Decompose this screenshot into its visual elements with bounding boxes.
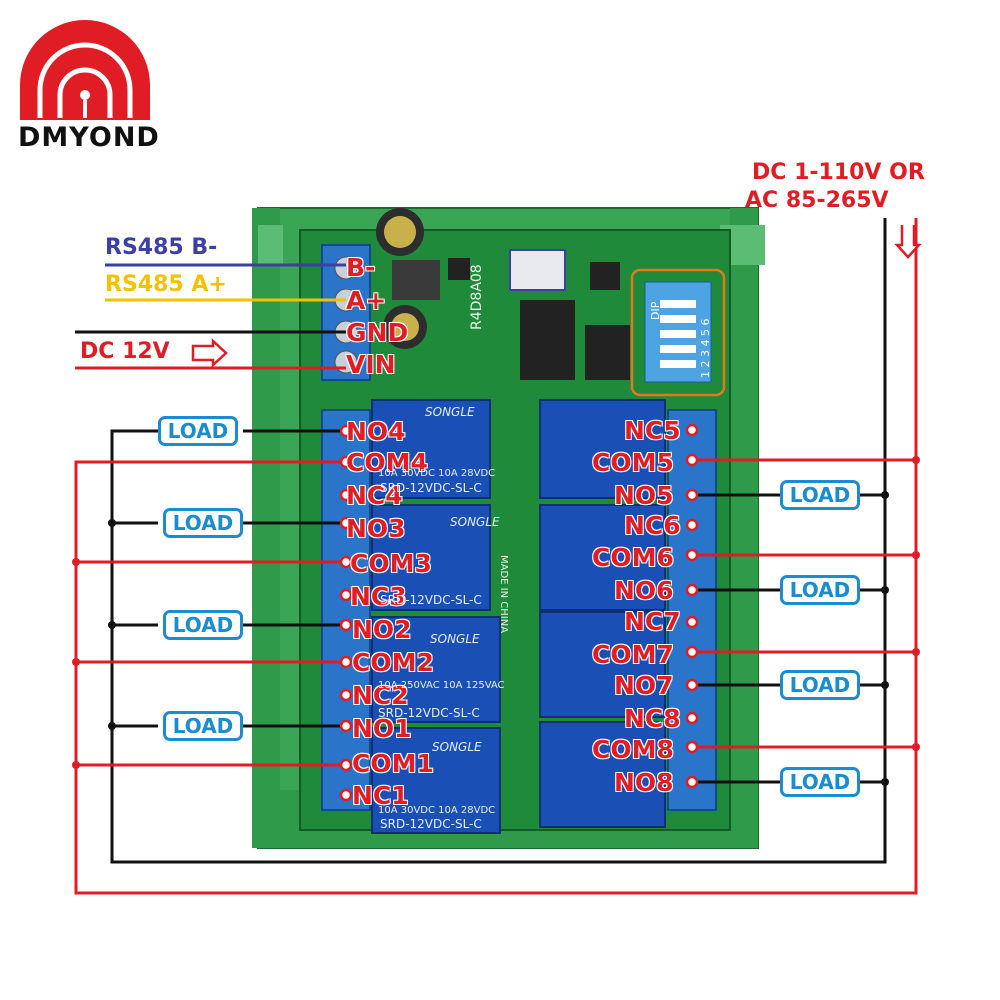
terminal-screws <box>339 423 699 802</box>
relays <box>371 399 666 834</box>
relay4-rating: 10A 30VDC 10A 28VDC <box>378 805 496 816</box>
relay2-model: SRD-12VDC-SL-C <box>380 593 482 607</box>
terminal-no4: NO4 <box>346 417 406 446</box>
terminal-no6: NO6 <box>614 576 674 605</box>
load-box-relay2: LOAD <box>163 610 243 640</box>
made-in-china: MADE IN CHINA <box>498 555 509 634</box>
terminal-nc8: NC8 <box>624 704 681 733</box>
terminal-com6: COM6 <box>592 543 674 572</box>
relay1-brand: SONGLE <box>425 405 475 419</box>
board-model: R4D8A08 <box>469 264 485 330</box>
relay3-model: SRD-12VDC-SL-C <box>378 706 480 720</box>
dc12v-label: DC 12V <box>80 339 170 364</box>
relay2-brand: SONGLE <box>450 515 500 529</box>
load-box-relay6: LOAD <box>780 575 860 605</box>
terminal-nc4: NC4 <box>346 481 403 510</box>
relay1-model: SRD-12VDC-SL-C <box>380 481 482 495</box>
terminal-nc1: NC1 <box>352 781 409 810</box>
terminal-nc5: NC5 <box>624 416 681 445</box>
junction-dots <box>72 456 920 786</box>
terminal-com5: COM5 <box>592 448 674 477</box>
dip-numbers: 1 2 3 4 5 6 <box>699 318 712 378</box>
pcb-components <box>376 208 630 380</box>
terminal-no2: NO2 <box>352 615 412 644</box>
relay4-brand: SONGLE <box>432 740 482 754</box>
terminal-no7: NO7 <box>614 671 674 700</box>
terminal-nc6: NC6 <box>624 511 681 540</box>
load-box-relay3: LOAD <box>163 508 243 538</box>
brand-logo-icon <box>20 20 150 120</box>
load-box-relay5: LOAD <box>780 480 860 510</box>
relay1-rating: 10A 30VDC 10A 28VDC <box>378 468 496 479</box>
load-box-relay1: LOAD <box>163 711 243 741</box>
black-bus-wires <box>110 218 887 864</box>
terminal-no3: NO3 <box>346 514 406 543</box>
dc12v-arrow-icon <box>191 338 228 368</box>
input-wires <box>75 263 346 370</box>
load-box-relay8: LOAD <box>780 767 860 797</box>
power-note-line1: DC 1-110V OR <box>752 160 925 185</box>
terminal-com2: COM2 <box>352 648 434 677</box>
terminal-b-minus: B- <box>346 253 376 282</box>
terminal-a-plus: A+ <box>346 286 387 315</box>
terminal-nc2: NC2 <box>352 681 409 710</box>
terminal-nc7: NC7 <box>624 607 681 636</box>
terminal-com7: COM7 <box>592 640 674 669</box>
terminal-no1: NO1 <box>352 714 412 743</box>
left-terminal-strip <box>321 409 371 811</box>
terminal-com8: COM8 <box>592 735 674 764</box>
brand-name: DMYOND <box>18 122 160 153</box>
rs485-a-label: RS485 A+ <box>105 272 227 297</box>
relay4-model: SRD-12VDC-SL-C <box>380 817 482 831</box>
terminal-com4: COM4 <box>346 448 428 477</box>
red-bus-wires <box>74 218 922 895</box>
terminal-gnd: GND <box>346 318 409 347</box>
terminal-nc3: NC3 <box>350 582 407 611</box>
rs485-b-label: RS485 B- <box>105 235 218 260</box>
load-box-relay4: LOAD <box>158 416 238 446</box>
terminal-com1: COM1 <box>352 749 434 778</box>
relay3-brand: SONGLE <box>430 632 480 646</box>
load-box-relay7: LOAD <box>780 670 860 700</box>
terminal-vin: VIN <box>346 350 396 379</box>
terminal-com3: COM3 <box>350 549 432 578</box>
power-note-line2: AC 85-265V <box>745 188 889 213</box>
input-terminal-block <box>321 244 371 381</box>
relay3-rating: 10A 250VAC 10A 125VAC <box>378 680 505 691</box>
dip-switch-block <box>630 268 726 397</box>
dip-label: DIP <box>649 301 662 320</box>
terminal-no8: NO8 <box>614 768 674 797</box>
terminal-no5: NO5 <box>614 481 674 510</box>
